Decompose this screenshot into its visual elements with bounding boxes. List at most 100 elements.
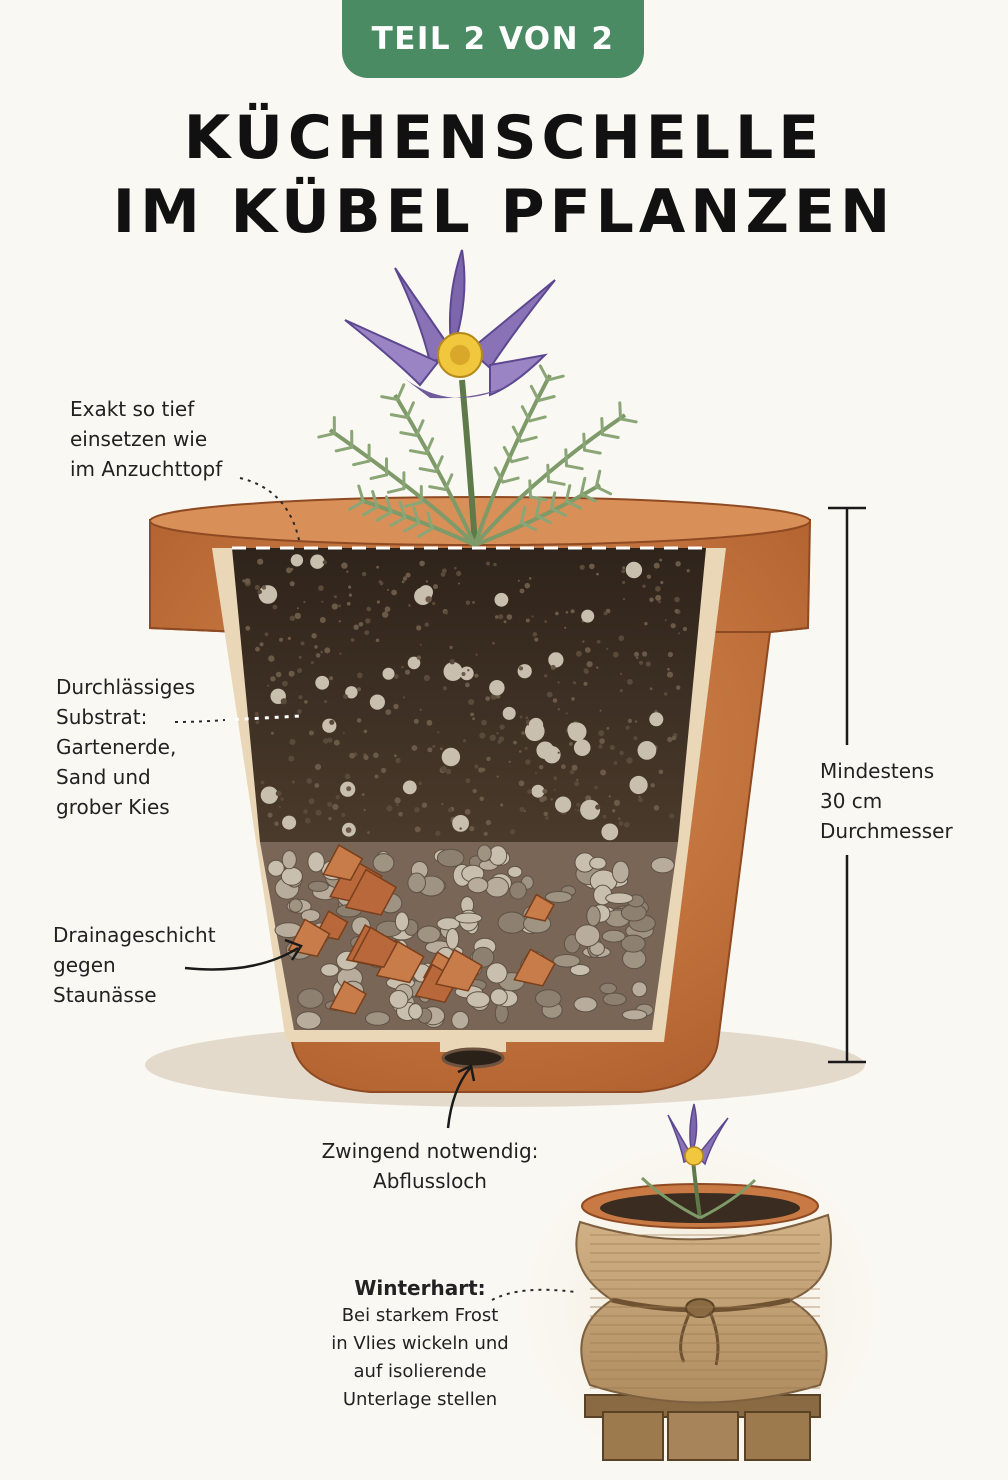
leaflet bbox=[501, 476, 520, 484]
soil-grain bbox=[589, 563, 595, 570]
leaflet bbox=[424, 437, 435, 455]
soil-grain bbox=[440, 572, 446, 577]
soil-grain bbox=[350, 638, 355, 642]
soil-grain bbox=[510, 829, 516, 835]
gravel-stone bbox=[488, 845, 508, 866]
soil-grain bbox=[646, 574, 652, 579]
soil-grain bbox=[385, 709, 392, 715]
soil-grain bbox=[391, 589, 397, 596]
pot-shard bbox=[328, 980, 368, 1015]
soil-grain bbox=[321, 600, 324, 603]
soil-grain bbox=[544, 674, 548, 678]
leaflet bbox=[564, 499, 583, 510]
soil-grain bbox=[550, 798, 553, 801]
soil-grain bbox=[435, 830, 441, 836]
soil-grain bbox=[543, 811, 549, 817]
leaflet bbox=[579, 492, 598, 503]
leaflet bbox=[380, 395, 399, 401]
soil-grain bbox=[472, 601, 475, 604]
soil-grain bbox=[396, 803, 399, 807]
soil-grain bbox=[361, 571, 367, 577]
pot-shard bbox=[434, 948, 483, 992]
soil-grain bbox=[542, 788, 548, 794]
soil-grain bbox=[575, 650, 582, 657]
hole-callout-arrow bbox=[446, 1064, 476, 1129]
soil-grain bbox=[465, 600, 471, 605]
leaflet bbox=[564, 484, 572, 503]
leaflet bbox=[528, 415, 547, 423]
soil-grain bbox=[338, 620, 341, 623]
substrate-callout-leader bbox=[174, 714, 301, 724]
soil-grain bbox=[617, 817, 621, 821]
gravel-stone bbox=[297, 988, 324, 1009]
gravel-stone bbox=[602, 992, 627, 1006]
soil-grain bbox=[658, 769, 664, 775]
soil-grain bbox=[675, 561, 681, 567]
soil-grain bbox=[535, 771, 538, 775]
soil-grain bbox=[485, 696, 491, 701]
soil-grain bbox=[498, 736, 505, 742]
leaflet bbox=[361, 505, 379, 517]
pot-shard bbox=[513, 948, 556, 987]
winter-label-heading: Winterhart: bbox=[354, 1276, 486, 1300]
soil-grain bbox=[356, 718, 362, 723]
gravel-stone bbox=[621, 1009, 648, 1021]
soil-grain bbox=[580, 799, 601, 820]
soil-grain bbox=[419, 643, 422, 646]
soil-grain bbox=[338, 604, 341, 608]
soil-grain bbox=[599, 738, 605, 744]
soil-grain bbox=[565, 611, 569, 614]
soil-grain bbox=[449, 645, 453, 650]
gravel-stone bbox=[586, 905, 601, 927]
soil-grain bbox=[518, 780, 525, 787]
soil-grain bbox=[461, 672, 466, 676]
soil-grain bbox=[291, 780, 295, 784]
gravel-stone bbox=[574, 924, 601, 947]
soil-grain bbox=[653, 805, 660, 811]
soil-grain bbox=[433, 584, 438, 590]
gravel-stone bbox=[467, 877, 489, 894]
soil-grain bbox=[402, 576, 408, 581]
leaflet bbox=[594, 485, 613, 496]
pot-shard bbox=[322, 844, 364, 881]
soil-grain bbox=[267, 812, 273, 818]
soil-grain bbox=[369, 694, 385, 710]
soil-grain bbox=[625, 561, 643, 579]
soil-grain bbox=[266, 684, 270, 687]
soil-grain bbox=[649, 687, 653, 690]
soil-grain bbox=[485, 819, 492, 826]
leaflet bbox=[583, 448, 602, 455]
soil-grain bbox=[658, 600, 661, 604]
leaflet bbox=[549, 506, 568, 517]
soil-grain bbox=[569, 742, 573, 746]
soil-grain bbox=[315, 675, 330, 690]
leaflet bbox=[547, 479, 566, 486]
soil-grain bbox=[300, 641, 305, 646]
leaflet bbox=[399, 431, 419, 437]
soil-grain bbox=[444, 610, 448, 615]
soil-grain bbox=[308, 798, 315, 805]
soil-grain bbox=[363, 808, 366, 812]
soil-grain bbox=[349, 752, 355, 759]
soil-grain bbox=[581, 609, 595, 623]
soil-grain bbox=[571, 764, 578, 771]
soil-grain bbox=[442, 686, 447, 691]
leaflet bbox=[511, 425, 523, 443]
soil-grain bbox=[519, 588, 525, 594]
soil-grain bbox=[565, 712, 568, 715]
gravel-stone bbox=[408, 1003, 423, 1020]
winter-callout-leader bbox=[491, 1288, 576, 1301]
soil-grain bbox=[339, 652, 342, 655]
soil-grain bbox=[333, 739, 340, 746]
gravel-stone bbox=[436, 917, 461, 931]
leaflet bbox=[384, 495, 393, 514]
diameter-label: Mindestens 30 cm Durchmesser bbox=[820, 759, 953, 843]
soil-grain bbox=[606, 727, 610, 730]
leaflet bbox=[412, 506, 421, 525]
soil-grain bbox=[258, 585, 278, 604]
soil-grain bbox=[441, 747, 461, 767]
soil-grain bbox=[573, 739, 591, 756]
soil-grain bbox=[638, 795, 641, 798]
soil-grain bbox=[528, 577, 532, 580]
soil-grain bbox=[528, 717, 544, 733]
